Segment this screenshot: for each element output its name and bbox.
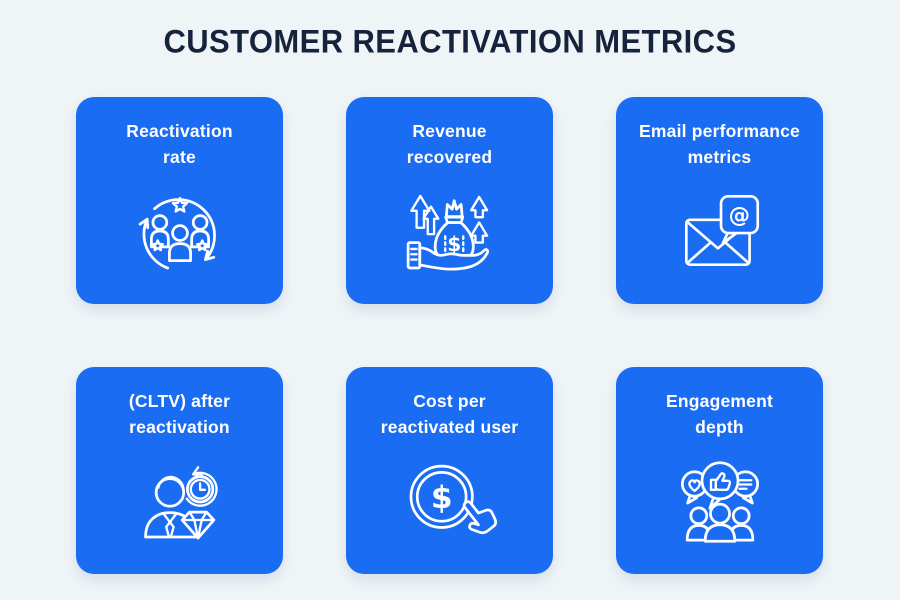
dollar-sign: $	[430, 480, 452, 516]
hand-money-bag-growth-icon: $	[406, 194, 489, 271]
card-title: Reactivation rate	[126, 118, 232, 170]
card-title-line: Cost per	[413, 391, 486, 411]
people-refresh-cycle-icon	[138, 196, 216, 270]
card-title-line: recovered	[406, 147, 493, 167]
money-bag: $	[433, 199, 475, 263]
card-title: Email performance metrics	[639, 118, 800, 170]
card-title-line: (CLTV) after	[128, 391, 231, 411]
card-title-line: rate	[163, 147, 196, 167]
card-title-line: Reactivation	[126, 121, 233, 141]
refresh-arrows	[138, 198, 216, 270]
card-title: Engagement depth	[666, 388, 773, 440]
pointer-hand	[462, 500, 497, 535]
card-email-performance: Email performance metrics @	[616, 97, 823, 304]
at-sign: @	[728, 203, 749, 228]
metrics-grid: Reactivation rate	[76, 97, 823, 574]
card-reactivation-rate: Reactivation rate	[76, 97, 283, 304]
card-title-line: reactivated user	[380, 417, 519, 437]
lines-bubble	[731, 470, 759, 505]
people-feedback-bubbles-icon	[680, 461, 759, 543]
card-revenue-recovered: Revenue recovered $	[346, 97, 553, 304]
card-cost-per-reactivated-user: Cost per reactivated user $	[346, 367, 553, 574]
card-title: Cost per reactivated user	[381, 388, 518, 440]
dollar-sign: $	[447, 232, 461, 256]
dollar-coin-pointer-icon: $	[409, 464, 497, 535]
envelope-at-bubble-icon: @	[684, 194, 759, 266]
heart-bubble	[680, 470, 708, 505]
dollar-coin: $	[409, 464, 474, 529]
diamond	[180, 510, 215, 540]
card-title-line: Engagement	[665, 391, 774, 411]
thumbs-up-bubble	[700, 461, 739, 510]
card-title-line: Email performance	[639, 121, 800, 141]
card-title: Revenue recovered	[407, 118, 492, 170]
card-title-line: metrics	[687, 147, 752, 167]
card-cltv-after-reactivation: (CLTV) after reactivation	[76, 367, 283, 574]
customer-time-diamond-icon	[143, 466, 218, 540]
card-title-line: Revenue	[412, 121, 487, 141]
card-title: (CLTV) after reactivation	[129, 388, 230, 440]
people-group	[149, 214, 210, 262]
open-hand	[406, 241, 489, 271]
page-title: CUSTOMER REACTIVATION METRICS	[163, 22, 737, 61]
at-speech-bubble: @	[719, 194, 759, 245]
time-clock	[185, 466, 218, 507]
card-engagement-depth: Engagement depth	[616, 367, 823, 574]
growth-arrows	[409, 194, 488, 244]
people-group	[685, 502, 754, 543]
stars	[151, 196, 208, 252]
card-title-line: reactivation	[129, 417, 230, 437]
card-title-line: depth	[695, 417, 744, 437]
